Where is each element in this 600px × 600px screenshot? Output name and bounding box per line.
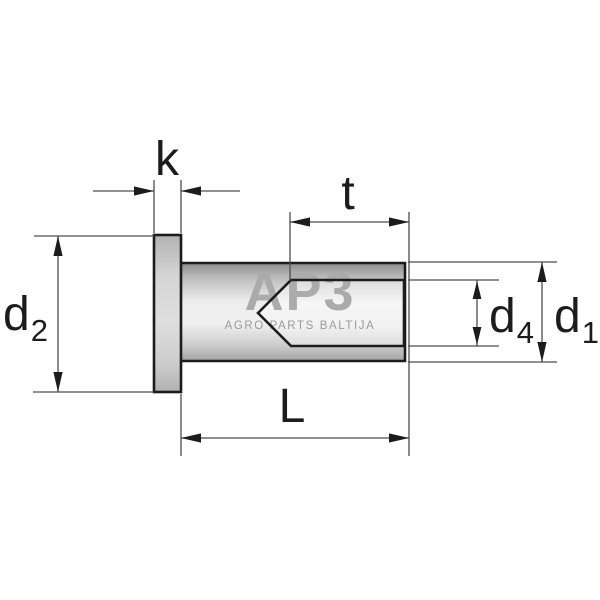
- d2-arrow-down: [53, 372, 63, 392]
- d1-arrow-up: [537, 262, 547, 282]
- dim-label-d4-subscript: 4: [516, 315, 534, 350]
- dim-label-d1: d1: [554, 290, 599, 349]
- t-arrow-right: [389, 217, 409, 227]
- d4-arrow-up: [472, 281, 482, 299]
- dim-label-k: k: [155, 133, 179, 186]
- part-outlines: [152, 233, 407, 394]
- t-arrow-left: [290, 217, 310, 227]
- d1-arrow-down: [537, 342, 547, 362]
- dimension-arrowheads: [53, 186, 547, 443]
- dim-label-d1-base: d: [554, 290, 581, 343]
- dim-label-d2: d2: [3, 288, 48, 347]
- rivet-head-outline: [152, 233, 183, 394]
- watermark-tagline: AGRO PARTS BALTIJA: [225, 320, 376, 332]
- dim-label-d4: d4: [489, 290, 534, 349]
- bore-fill: [258, 280, 404, 346]
- dim-label-d4-base: d: [489, 290, 516, 343]
- dim-label-t: t: [341, 167, 355, 220]
- dim-label-d1-subscript: 1: [581, 315, 599, 350]
- d4-arrow-down: [472, 327, 482, 345]
- watermark-logo: AP3: [244, 262, 355, 322]
- rivet-head-fill: [153, 234, 182, 393]
- bore-outline: [256, 278, 406, 348]
- k-arrow-left: [134, 186, 154, 196]
- dim-label-d2-subscript: 2: [30, 313, 48, 348]
- dim-label-d2-base: d: [3, 288, 30, 341]
- k-arrow-right: [181, 186, 201, 196]
- dim-label-l: L: [278, 380, 306, 433]
- l-arrow-left: [181, 433, 201, 443]
- l-arrow-right: [389, 433, 409, 443]
- d2-arrow-up: [53, 236, 63, 256]
